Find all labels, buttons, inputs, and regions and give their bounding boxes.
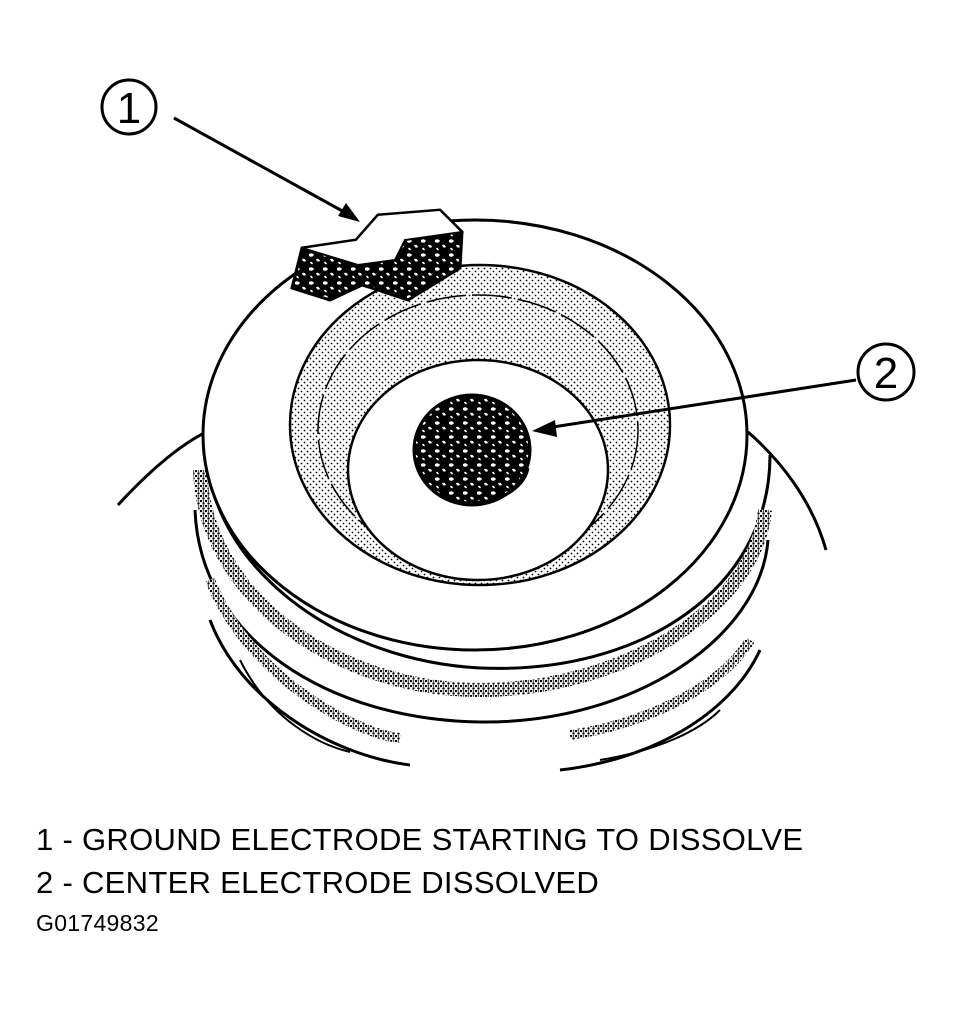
callout-2-leader [539, 378, 857, 431]
callout-1-number: 1 [117, 84, 141, 133]
callout-2-circle [856, 342, 916, 402]
lower-ring-band-3 [569, 637, 755, 740]
lower-ring-6 [599, 709, 721, 761]
legend: 1 - GROUND ELECTRODE STARTING TO DISSOLV… [36, 818, 803, 904]
callout-1-leader [173, 116, 356, 220]
callout-2-number: 2 [874, 349, 898, 398]
spark-plug-illustration: 1 2 [100, 78, 916, 772]
callout-2-arrowhead [532, 420, 557, 437]
lower-ring-3 [208, 619, 411, 767]
ground-electrode-top [301, 208, 465, 267]
lower-ring-4 [559, 649, 762, 772]
lower-ring-band-2 [205, 578, 401, 743]
lower-ring-band-1 [193, 469, 772, 698]
lower-ring-5 [239, 659, 351, 753]
legend-item-1: 1 - GROUND ELECTRODE STARTING TO DISSOLV… [36, 822, 804, 857]
legend-item-2: 2 - CENTER ELECTRODE DISSOLVED [36, 865, 600, 900]
center-electrode-base [418, 467, 530, 505]
figure-id: G01749832 [36, 910, 159, 936]
lower-ring-1 [203, 429, 772, 670]
center-electrode [412, 393, 532, 507]
callout-1-arrowhead [338, 203, 360, 222]
callout-1-circle [100, 78, 158, 136]
shell-right-curve [747, 430, 828, 551]
